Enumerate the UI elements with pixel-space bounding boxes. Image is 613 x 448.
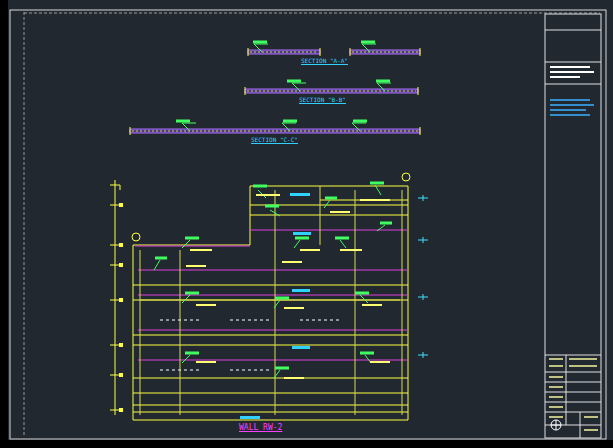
rebar-dots: [132, 52, 418, 131]
north-symbol: [551, 420, 561, 430]
rebar-tag: [155, 183, 392, 368]
section-label: SECTION "C-C": [250, 137, 299, 144]
screen-strip: [0, 0, 8, 448]
title-block-grid: [545, 30, 601, 438]
border-line: [24, 13, 600, 14]
north-symbol: [551, 420, 561, 430]
section-label: SECTION "A-A": [300, 58, 349, 65]
title-block-text-strokes: [549, 359, 598, 430]
note-text-strokes: [550, 100, 594, 115]
rebar-vertical: [140, 186, 402, 415]
sheet-frame: [10, 10, 606, 439]
dimension-dash: [160, 320, 340, 370]
wall-outline: [133, 186, 408, 420]
rebar-leader: [182, 44, 391, 131]
rebar-tag: [176, 42, 390, 121]
title-text-strokes: [550, 67, 594, 77]
title-block: [545, 14, 601, 438]
axis-bubble: [402, 173, 410, 181]
axis-bubble: [132, 233, 140, 241]
level-marks: [110, 180, 120, 415]
binding-line: [24, 12, 25, 437]
section-end: [130, 48, 420, 135]
rebar-leader: [154, 185, 385, 378]
rebar-callout-strokes: [186, 195, 390, 378]
drawing-caption: WALL RW-2: [238, 424, 283, 433]
level-node: [119, 203, 123, 412]
screen-strip: [0, 440, 613, 448]
section-label: SECTION "B-B": [298, 97, 347, 104]
grid-marks: [418, 195, 428, 358]
section-slab: [130, 50, 420, 133]
rebar-magenta: [135, 230, 408, 360]
